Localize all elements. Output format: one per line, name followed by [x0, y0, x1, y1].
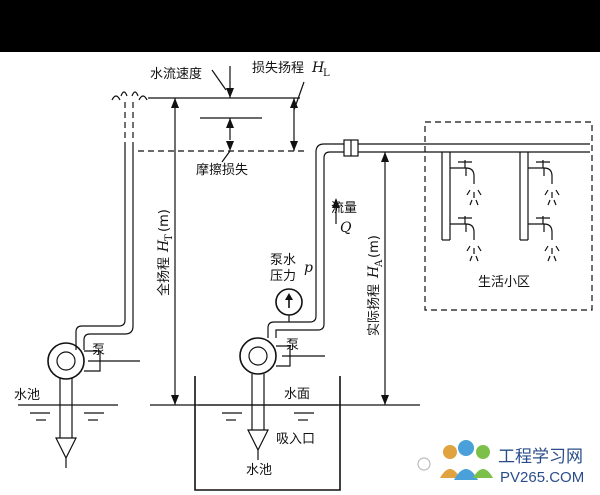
left-suction-strainer	[55, 437, 77, 460]
label-total-head-sub: T	[164, 234, 175, 241]
water-tank	[194, 376, 341, 491]
right-pump-system	[194, 139, 590, 491]
flow-arrow-head	[332, 198, 340, 208]
label-total-head-unit: (m)	[157, 209, 172, 232]
label-flow-sym: Q	[340, 220, 352, 236]
head-loss-arrow-bottom	[290, 141, 298, 151]
left-pump-system	[18, 91, 148, 468]
label-water-tank-bottom: 水池	[246, 463, 272, 478]
label-pump-pressure-sym: p	[304, 260, 313, 276]
pump-head-diagram: 水流速度 损失扬程 H L 摩擦损失 流量 Q 泵水 压力 p 泵 泵 全扬程 …	[14, 60, 593, 491]
label-head-loss-sym: H	[311, 60, 325, 76]
faucet-icon	[450, 216, 482, 262]
label-residential-area: 生活小区	[478, 275, 530, 290]
label-flow: 流量	[331, 201, 357, 216]
residential-area	[424, 121, 593, 311]
label-pump-pressure-1: 泵水	[270, 253, 296, 268]
faucet-icon	[450, 160, 482, 206]
friction-arrow-down	[226, 141, 234, 151]
label-actual-head-sub: A	[374, 259, 385, 268]
left-pump-impeller	[56, 351, 76, 371]
label-total-head-group: 全扬程 H T (m)	[156, 209, 175, 296]
label-total-head: 全扬程	[156, 257, 172, 296]
label-head-loss-sub: L	[323, 68, 330, 79]
velocity-friction-annotation	[200, 66, 305, 163]
right-discharge-pipe-inner	[275, 151, 590, 338]
branch-pipe-right	[519, 152, 529, 240]
label-total-head-sym: H	[156, 239, 172, 253]
label-water-velocity: 水流速度	[150, 66, 202, 82]
total-head-arrow-top	[171, 98, 179, 108]
label-actual-head: 实际扬程	[367, 284, 382, 336]
left-discharge-pipe-inner	[83, 148, 134, 350]
right-suction-strainer	[247, 429, 269, 452]
diagram-panel: 水流速度 损失扬程 H L 摩擦损失 流量 Q 泵水 压力 p 泵 泵 全扬程 …	[0, 52, 600, 495]
right-pump-impeller	[248, 346, 268, 366]
label-water-tank-left: 水池	[14, 388, 40, 403]
label-pump-pressure-2: 压力	[270, 269, 296, 284]
actual-head-dimension	[381, 152, 389, 405]
faucet-icon	[528, 216, 560, 262]
label-head-loss: 损失扬程	[252, 61, 304, 76]
watermark-site-url: PV265.COM	[500, 469, 584, 486]
pressure-gauge-arrow	[285, 293, 293, 300]
left-spray-icon	[111, 91, 148, 101]
right-suction-pipe	[251, 374, 265, 430]
label-actual-head-unit: (m)	[367, 235, 382, 258]
left-pump-casing	[47, 342, 85, 380]
watermark-site-name: 工程学习网	[498, 447, 583, 467]
right-pump-casing	[239, 337, 277, 375]
faucet-icon	[528, 160, 560, 206]
velocity-arrow-head	[226, 88, 234, 98]
total-head-arrow-bottom	[171, 395, 179, 405]
label-actual-head-group: 实际扬程 H A (m)	[366, 235, 385, 336]
actual-head-arrow-top	[381, 152, 389, 162]
left-suction-pipe	[59, 378, 73, 438]
label-pump-left: 泵	[92, 343, 105, 358]
watermark-people-logo	[440, 440, 493, 480]
label-friction-loss: 摩擦损失	[196, 162, 248, 178]
head-loss-leader	[293, 81, 305, 111]
left-discharge-pipe-outer	[75, 148, 126, 350]
friction-leader	[221, 150, 231, 163]
residential-area-box	[424, 121, 593, 311]
branch-pipe-left	[441, 152, 451, 240]
watermark: 工程学习网 PV265.COM	[417, 440, 584, 486]
right-discharge-pipe-outer	[267, 143, 590, 338]
label-pump-right: 泵	[286, 338, 299, 353]
wechat-icon	[417, 457, 431, 471]
label-water-surface: 水面	[284, 387, 310, 402]
velocity-leader	[211, 69, 227, 91]
label-actual-head-sym: H	[366, 265, 382, 279]
actual-head-arrow-bottom	[381, 395, 389, 405]
label-suction-inlet: 吸入口	[276, 432, 315, 447]
friction-arrow-up	[226, 118, 234, 128]
